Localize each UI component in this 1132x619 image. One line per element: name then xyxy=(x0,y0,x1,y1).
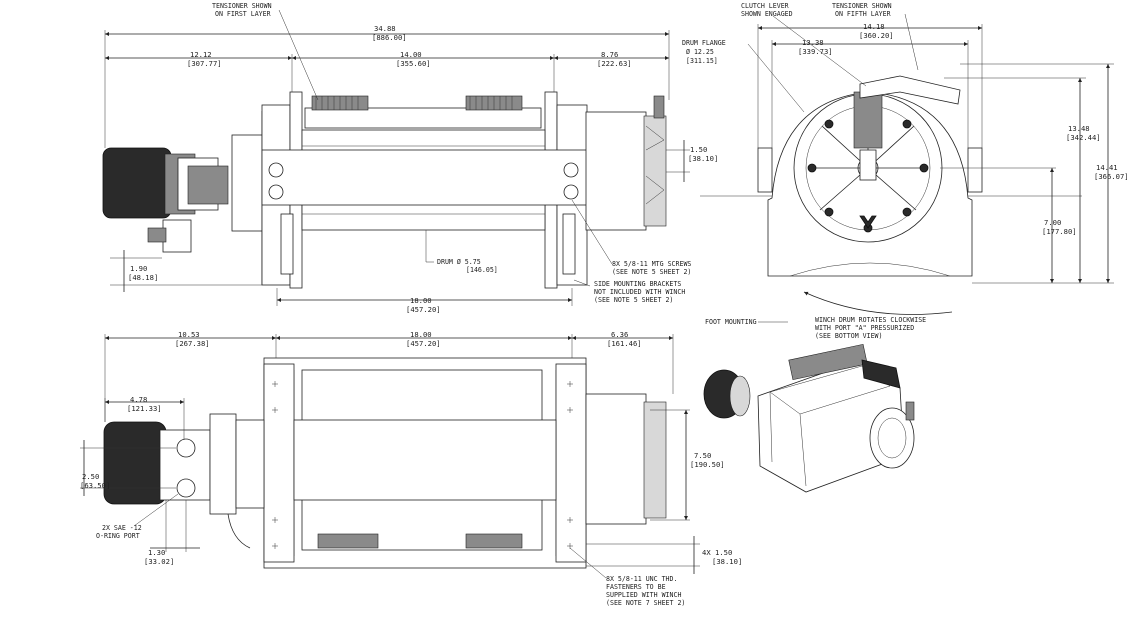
label-tensioner-first-2: ON FIRST LAYER xyxy=(215,10,271,18)
label-drum-flange-dia: Ø 12.25 xyxy=(686,48,714,56)
label-mtg-screws: 8X 5/8-11 MTG SCREWS xyxy=(612,260,691,268)
label-side-brackets: SIDE MOUNTING BRACKETS xyxy=(594,280,681,288)
dim-h-axis-mm: [177.80] xyxy=(1042,227,1077,236)
isometric-view xyxy=(703,343,915,493)
label-tensioner-first-1: TENSIONER SHOWN xyxy=(212,2,272,10)
label-sae-port: 2X SAE -12 xyxy=(102,524,142,532)
bottom-view xyxy=(80,334,700,579)
label-rotation-2: WITH PORT "A" PRESSURIZED xyxy=(815,324,914,332)
label-unc-1: 8X 5/8-11 UNC THD. xyxy=(606,575,677,583)
dim-overall-width-mm: [886.00] xyxy=(372,33,407,42)
label-drum-dia-mm: [146.05] xyxy=(466,266,498,274)
dim-port-h-mm: [63.50] xyxy=(80,481,110,490)
label-drum-flange-mm: [311.15] xyxy=(686,57,718,65)
dim-port-gap: 1.30 xyxy=(148,548,165,557)
label-unc-2: FASTENERS TO BE xyxy=(606,583,666,591)
dim-height-low-mm: [48.18] xyxy=(128,273,158,282)
label-tensioner-fifth-2: ON FIFTH LAYER xyxy=(835,10,891,18)
dim-drum-len: 14.00 xyxy=(400,50,422,59)
label-drum-flange: DRUM FLANGE xyxy=(682,39,726,47)
dim-port-h: 2.50 xyxy=(82,472,99,481)
label-foot-mounting: FOOT MOUNTING xyxy=(705,318,757,326)
dim-gear-side: 8.76 xyxy=(601,50,618,59)
dim-flange-offset: 1.50 xyxy=(690,145,707,154)
dim-foot-edge: 4X 1.50 xyxy=(702,548,732,557)
dim-gear-side-mm: [222.63] xyxy=(597,59,632,68)
front-view xyxy=(102,9,690,306)
bottom-mount-markers xyxy=(272,381,573,549)
dim-height-low: 1.90 xyxy=(130,264,147,273)
dim-port-off-mm: [121.33] xyxy=(127,404,162,413)
label-drum-dia: DRUM Ø 5.75 xyxy=(437,258,481,266)
dim-h-axis: 7.00 xyxy=(1044,218,1061,227)
dim-base-len: 18.00 xyxy=(410,296,432,305)
dim-w-inner: 13.38 xyxy=(802,38,824,47)
dim-drum-len-mm: [355.60] xyxy=(396,59,431,68)
tensioner-spring-left xyxy=(311,95,369,111)
label-tensioner-fifth-1: TENSIONER SHOWN xyxy=(832,2,892,10)
tensioner-spring-right xyxy=(465,95,523,111)
label-clutch-1: CLUTCH LEVER xyxy=(741,2,789,10)
dim-h-total: 14.41 xyxy=(1096,163,1118,172)
label-rotation-3: (SEE BOTTOM VIEW) xyxy=(815,332,883,340)
dim-motor-off: 10.53 xyxy=(178,330,200,339)
label-side-brackets-3: (SEE NOTE 5 SHEET 2) xyxy=(594,296,673,304)
dim-w-outer-mm: [360.20] xyxy=(859,31,894,40)
dim-h-mid-mm: [342.44] xyxy=(1066,133,1101,142)
dim-foot-w-mm: [190.50] xyxy=(690,460,725,469)
label-clutch-2: SHOWN ENGAGED xyxy=(741,10,793,18)
dim-foot-w: 7.50 xyxy=(694,451,711,460)
dim-motor-side: 12.12 xyxy=(190,50,212,59)
dim-port-gap-mm: [33.02] xyxy=(144,557,174,566)
dim-foot-len: 18.00 xyxy=(410,330,432,339)
dim-gear-off-mm: [161.46] xyxy=(607,339,642,348)
label-rotation-1: WINCH DRUM ROTATES CLOCKWISE xyxy=(815,316,926,324)
dim-motor-off-mm: [267.38] xyxy=(175,339,210,348)
dim-base-len-mm: [457.20] xyxy=(406,305,441,314)
dim-gear-off: 6.36 xyxy=(611,330,628,339)
dim-w-inner-mm: [339.73] xyxy=(798,47,833,56)
dim-foot-len-mm: [457.20] xyxy=(406,339,441,348)
side-view xyxy=(700,13,1114,323)
dim-h-mid: 13.48 xyxy=(1068,124,1090,133)
dim-h-total-mm: [366.07] xyxy=(1094,172,1129,181)
label-mtg-screws-note: (SEE NOTE 5 SHEET 2) xyxy=(612,268,691,276)
label-side-brackets-2: NOT INCLUDED WITH WINCH xyxy=(594,288,685,296)
dim-motor-side-mm: [307.77] xyxy=(187,59,222,68)
dim-w-outer: 14.18 xyxy=(863,22,885,31)
label-unc-4: (SEE NOTE 7 SHEET 2) xyxy=(606,599,685,607)
dim-overall-width: 34.88 xyxy=(374,24,396,33)
dim-flange-offset-mm: [38.10] xyxy=(688,154,718,163)
dim-foot-edge-mm: [38.10] xyxy=(712,557,742,566)
dim-port-off: 4.78 xyxy=(130,395,147,404)
label-sae-port-2: O-RING PORT xyxy=(96,532,140,540)
label-unc-3: SUPPLIED WITH WINCH xyxy=(606,591,681,599)
